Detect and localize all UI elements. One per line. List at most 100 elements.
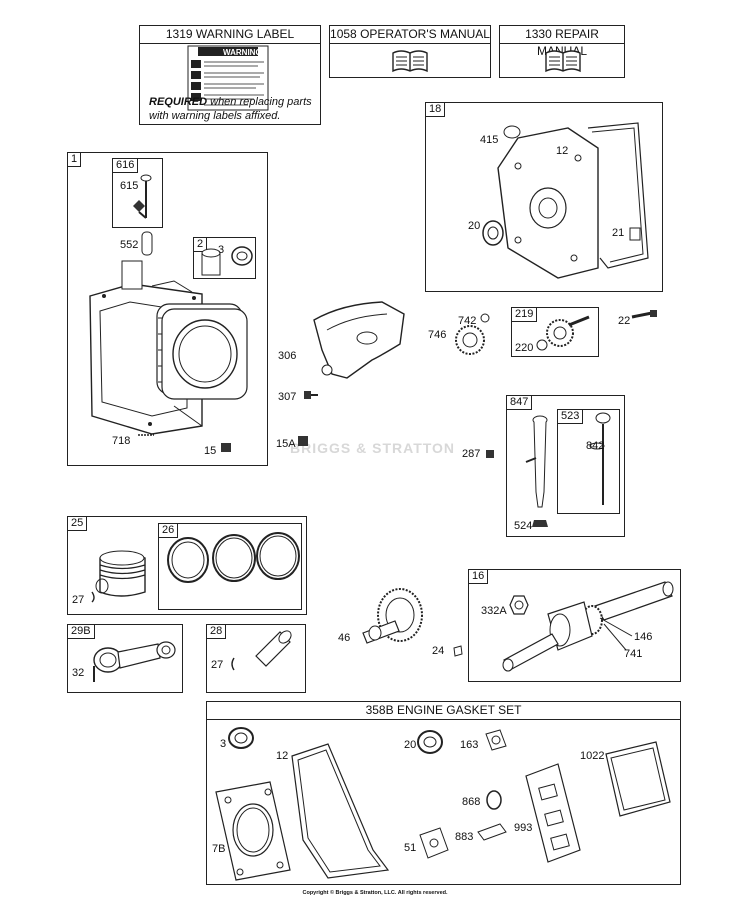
box-29b-tag: 29B — [67, 624, 95, 639]
callout-306: 306 — [278, 350, 297, 362]
warning-sticker-heading: WARNING — [223, 48, 262, 57]
plug-drawing — [221, 443, 231, 452]
bolt-22-drawing — [631, 310, 657, 319]
repair-manual-header: 1330 REPAIR MANUAL — [500, 26, 624, 58]
piston-ring-box[interactable] — [158, 523, 302, 610]
callout-883: 883 — [455, 831, 474, 843]
callout-868: 868 — [462, 796, 481, 808]
callout-163: 163 — [460, 739, 479, 751]
air-guide-drawing — [313, 301, 405, 379]
callout-332a: 332A — [481, 605, 507, 617]
callout-21: 21 — [612, 227, 625, 239]
bolt-287-drawing — [486, 450, 494, 458]
box-847-tag: 847 — [506, 395, 533, 410]
box-25-tag: 25 — [67, 516, 88, 531]
piston-rings-drawing — [167, 532, 300, 583]
dowel-pin-drawing — [141, 231, 153, 256]
cylinder-block-drawing — [89, 260, 248, 435]
callout-15a: 15A — [276, 438, 296, 450]
repair-manual-panel[interactable]: 1330 REPAIR MANUAL — [499, 25, 625, 78]
callout-15: 15 — [204, 445, 217, 457]
callout-746: 746 — [428, 329, 447, 341]
copyright-notice: Copyright © Briggs & Stratton, LLC. All … — [302, 890, 448, 896]
callout-7b: 7B — [212, 843, 226, 855]
engine-gasket-set-box[interactable]: 358B ENGINE GASKET SET — [206, 701, 681, 885]
cylinder-assembly-box[interactable] — [67, 152, 268, 466]
gasket-drawings — [215, 727, 671, 881]
callout-3b: 3 — [220, 738, 227, 750]
box-28-tag: 28 — [206, 624, 227, 639]
callout-220: 220 — [515, 342, 534, 354]
warning-label-panel[interactable]: 1319 WARNING LABEL WARNING REQUIRED when… — [139, 25, 321, 125]
callout-415: 415 — [480, 134, 499, 146]
piston-pin-box[interactable] — [206, 624, 306, 693]
dipstick-tube-box[interactable] — [506, 395, 625, 537]
callout-146: 146 — [634, 631, 653, 643]
crankcase-cover-box[interactable] — [425, 102, 663, 292]
callout-552: 552 — [120, 239, 139, 251]
box-1-tag: 1 — [67, 152, 82, 167]
callout-993: 993 — [514, 822, 533, 834]
callout-27: 27 — [72, 594, 85, 606]
box-219-tag: 219 — [511, 307, 538, 322]
sleeve-seal-box[interactable] — [193, 237, 256, 279]
screw-15a-drawing — [298, 436, 308, 446]
watermark: BRIGGS & STRATTON — [290, 440, 456, 456]
box-16-tag: 16 — [468, 569, 489, 584]
piston-box[interactable] — [67, 516, 307, 615]
callout-24: 24 — [432, 645, 445, 657]
callout-287: 287 — [462, 448, 481, 460]
callout-615: 615 — [120, 180, 139, 192]
callout-742: 742 — [458, 315, 477, 327]
book-icon — [392, 50, 428, 73]
warning-sticker-icon — [187, 45, 269, 111]
callout-12: 12 — [556, 145, 569, 157]
callout-51: 51 — [404, 842, 417, 854]
operators-manual-header: 1058 OPERATOR'S MANUAL — [330, 26, 490, 44]
key-24-drawing — [453, 645, 463, 657]
governor-shaft-drawing — [133, 174, 152, 219]
governor-gear-box[interactable] — [511, 307, 599, 357]
callout-3: 3 — [218, 244, 225, 256]
crankshaft-drawing — [502, 581, 674, 672]
camshaft-drawing — [362, 588, 423, 644]
breather-tube-drawing — [138, 434, 154, 436]
sleeve-drawing — [201, 246, 253, 276]
operators-manual-panel[interactable]: 1058 OPERATOR'S MANUAL — [329, 25, 491, 78]
callout-22: 22 — [618, 315, 631, 327]
governor-gear-drawing — [536, 315, 590, 351]
callout-842: 842 — [586, 440, 605, 452]
cam-gear-drawing — [455, 313, 490, 355]
callout-46: 46 — [338, 632, 351, 644]
callout-307: 307 — [278, 391, 297, 403]
screw-307-drawing — [304, 391, 318, 399]
callout-524: 524 — [514, 520, 533, 532]
dipstick-drawing — [589, 412, 611, 505]
dipstick-box[interactable] — [557, 409, 620, 514]
callout-718: 718 — [112, 435, 131, 447]
connecting-rod-drawing — [93, 641, 176, 682]
crankshaft-box[interactable] — [468, 569, 681, 682]
piston-pin-drawing — [231, 630, 292, 671]
crankcase-cover-drawing — [482, 122, 649, 279]
piston-drawing — [91, 550, 146, 603]
dipstick-tube-drawing — [525, 415, 548, 527]
box-26-tag: 26 — [158, 523, 179, 538]
warning-label-header: 1319 WARNING LABEL — [140, 26, 320, 44]
box-2-tag: 2 — [193, 237, 208, 252]
gasket-set-header: 358B ENGINE GASKET SET — [207, 702, 680, 720]
box-523-tag: 523 — [557, 409, 584, 424]
callout-12b: 12 — [276, 750, 289, 762]
nut-332a-drawing — [509, 595, 529, 615]
connecting-rod-box[interactable] — [67, 624, 183, 693]
callout-32: 32 — [72, 667, 85, 679]
callout-20: 20 — [468, 220, 481, 232]
box-616-tag: 616 — [112, 158, 139, 173]
callout-27b: 27 — [211, 659, 224, 671]
callout-1022: 1022 — [580, 750, 605, 762]
box-18-tag: 18 — [425, 102, 446, 117]
callout-20b: 20 — [404, 739, 417, 751]
callout-741: 741 — [624, 648, 643, 660]
book-icon — [545, 50, 581, 73]
